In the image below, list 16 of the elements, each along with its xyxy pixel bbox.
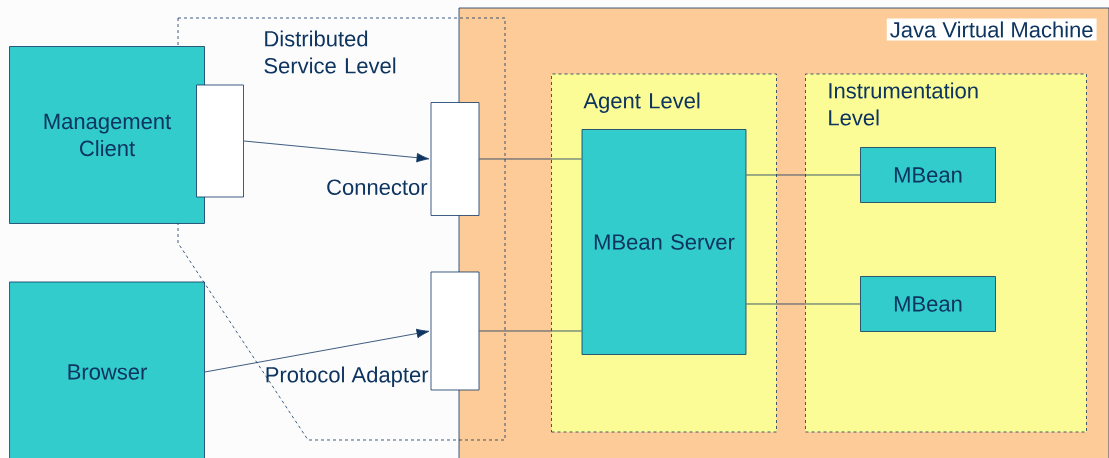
connector-line (479, 158, 582, 160)
component-label: Connector (327, 179, 428, 195)
connector-line (746, 174, 861, 176)
connector-line (746, 303, 861, 305)
arrow (243, 140, 430, 163)
arrow (204, 328, 430, 373)
component-box: MBean Server (581, 129, 747, 355)
connector-line (479, 330, 582, 332)
component-box (196, 84, 244, 198)
component-label: Protocol Adapter (266, 366, 429, 387)
component-box (430, 271, 480, 391)
component-box (430, 102, 480, 216)
component-box: Browser (9, 281, 205, 458)
component-box: MBean (860, 147, 996, 203)
component-box: Management Client (9, 46, 205, 224)
component-box: MBean (860, 276, 996, 332)
